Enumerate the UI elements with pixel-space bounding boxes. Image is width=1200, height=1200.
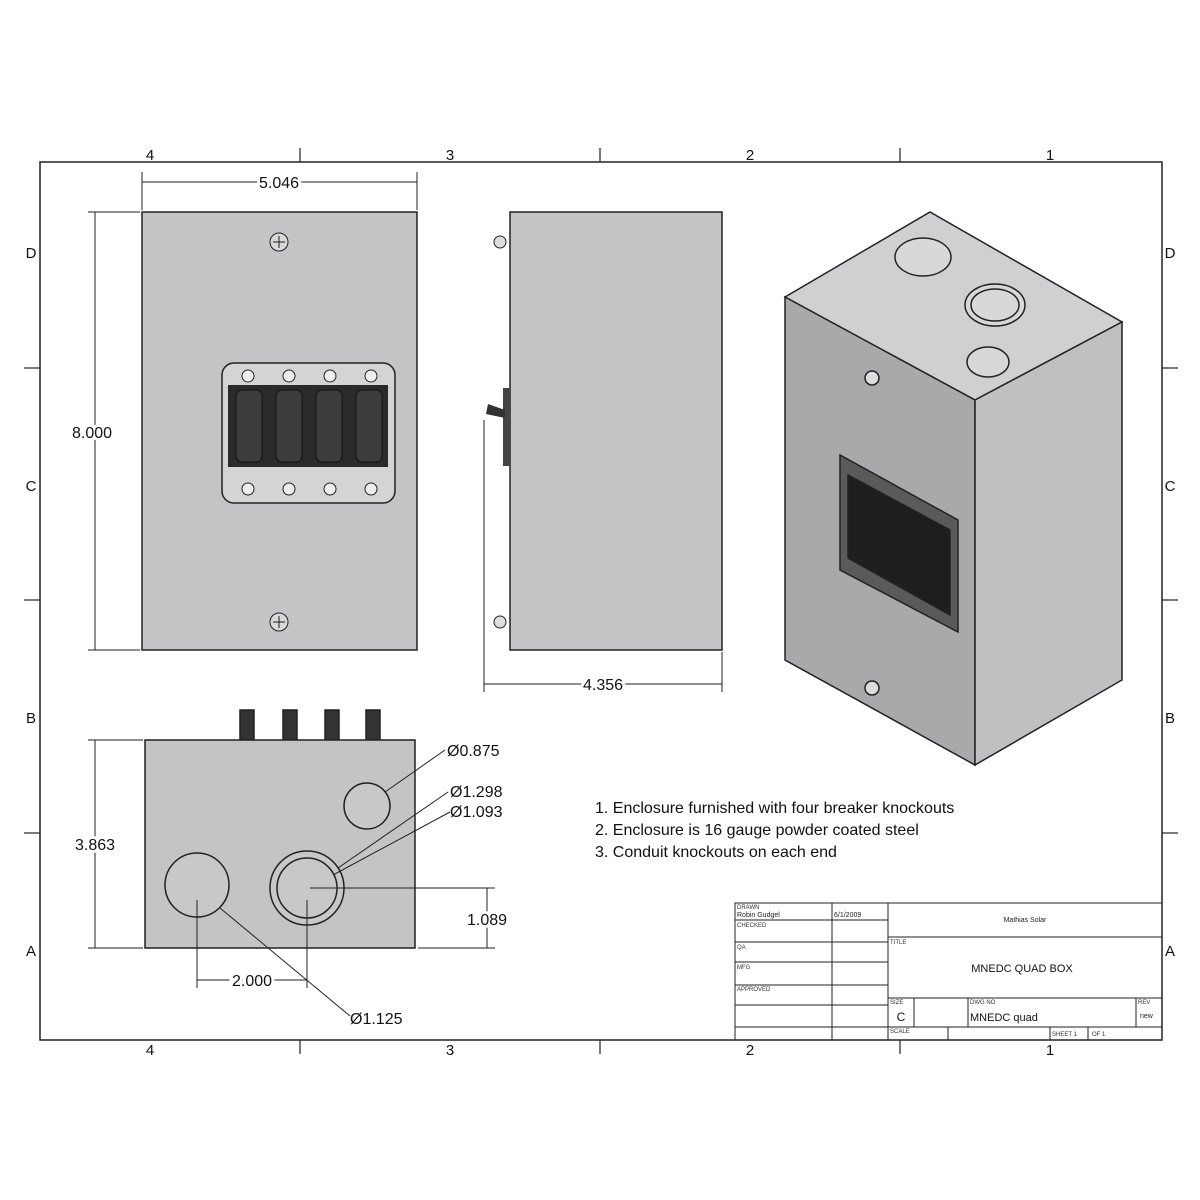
tb-mfg-label: MFG (737, 965, 751, 971)
tb-checked-label: CHECKED (737, 923, 767, 929)
zone-col-3-bottom: 3 (446, 1042, 454, 1059)
zone-row-b-left: B (26, 710, 36, 727)
tb-company: Mathias Solar (1004, 917, 1047, 924)
dim-ko-large-outer: Ø1.298 (450, 784, 503, 801)
tb-rev-label: REV (1138, 1000, 1150, 1006)
note-2: 2. Enclosure is 16 gauge powder coated s… (595, 822, 919, 839)
zone-col-4-top: 4 (146, 147, 154, 164)
note-3: 3. Conduit knockouts on each end (595, 844, 837, 861)
tb-rev: new (1140, 1013, 1154, 1020)
zone-row-a-right: A (1165, 943, 1175, 960)
tb-sheet-label: SHEET 1 (1052, 1032, 1078, 1038)
side-view (483, 211, 723, 692)
end-dimension-lines (88, 739, 495, 1017)
tb-title: MNEDC QUAD BOX (971, 963, 1073, 975)
tb-size: C (897, 1010, 906, 1024)
end-view (144, 709, 416, 949)
dim-end-height: 3.863 (75, 837, 115, 854)
tb-dwg-no-label: DWG NO (970, 1000, 996, 1006)
dim-side-depth: 4.356 (583, 677, 623, 694)
zone-row-d-right: D (1165, 245, 1176, 262)
zone-col-3-top: 3 (446, 147, 454, 164)
zone-col-2-bottom: 2 (746, 1042, 754, 1059)
isometric-view (783, 211, 1124, 767)
tb-of-label: OF 1 (1092, 1032, 1106, 1038)
tb-scale-label: SCALE (890, 1029, 910, 1035)
zone-col-4-bottom: 4 (146, 1042, 154, 1059)
tb-title-label: TITLE (890, 940, 906, 946)
tb-approved-label: APPROVED (737, 987, 771, 993)
title-block (734, 902, 1163, 1041)
tb-drawn-label: DRAWN (737, 905, 759, 911)
tb-drawn-by: Robin Gudgel (737, 912, 780, 919)
tb-qa-label: QA (737, 945, 746, 951)
zone-row-b-right: B (1165, 710, 1175, 727)
zone-col-2-top: 2 (746, 147, 754, 164)
front-dimensions (88, 172, 418, 651)
tb-size-label: SIZE (890, 1000, 903, 1006)
note-1: 1. Enclosure furnished with four breaker… (595, 800, 954, 817)
dim-ko-small: Ø0.875 (447, 743, 500, 760)
dim-front-height: 8.000 (72, 425, 112, 442)
zone-row-c-left: C (26, 478, 37, 495)
dim-ko-offset-height: 1.089 (467, 912, 507, 929)
dim-front-width: 5.046 (259, 175, 299, 192)
tb-drawn-date: 6/1/2009 (834, 912, 861, 919)
dim-ko-medium: Ø1.125 (350, 1011, 403, 1028)
sheet-border (39, 161, 1163, 1041)
front-view (141, 211, 418, 651)
screw-icon (269, 612, 289, 632)
zone-row-d-left: D (26, 245, 37, 262)
dim-ko-large-inner: Ø1.093 (450, 804, 503, 821)
zone-row-c-right: C (1165, 478, 1176, 495)
screw-icon (269, 232, 289, 252)
zone-row-a-left: A (26, 943, 36, 960)
tb-dwg-no: MNEDC quad (970, 1012, 1038, 1024)
dim-ko-spacing: 2.000 (232, 973, 272, 990)
zone-col-1-bottom: 1 (1046, 1042, 1054, 1059)
zone-col-1-top: 1 (1046, 147, 1054, 164)
zone-ticks (24, 148, 1178, 1054)
